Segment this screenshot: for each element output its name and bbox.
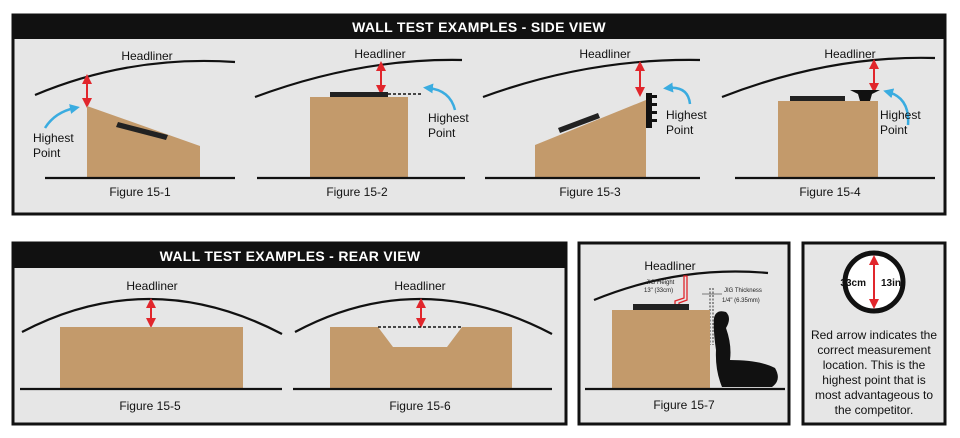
svg-text:Figure 15-3: Figure 15-3 (559, 185, 621, 199)
figure-15-7-panel: Headliner JIG Height 13" (33cm) JIG Thic… (577, 241, 791, 426)
highest-point-arrow (43, 104, 80, 129)
svg-text:JIG Thickness: JIG Thickness (724, 288, 762, 294)
svg-text:Highest: Highest (33, 131, 74, 145)
svg-text:13in: 13in (881, 278, 901, 289)
figure-15-2: Headliner Highest Point Figure 15-2 (254, 47, 469, 199)
figure-15-6: Headliner Figure 15-6 (293, 279, 553, 413)
svg-text:Figure 15-5: Figure 15-5 (119, 399, 181, 413)
device (116, 122, 168, 140)
svg-text:Figure 15-4: Figure 15-4 (799, 185, 861, 199)
svg-text:Headliner: Headliner (394, 279, 445, 293)
legend-panel: 33cm 13in Red arrow indicates the correc… (801, 241, 947, 426)
headliner-label: Headliner (121, 49, 172, 63)
svg-text:Red arrow indicates the: Red arrow indicates the (811, 328, 937, 342)
svg-text:Headliner: Headliner (579, 47, 630, 61)
rear-view-panel: WALL TEST EXAMPLES - REAR VIEW Headliner… (11, 241, 568, 426)
figure-15-4: Headliner Highest Point Figure 15-4 (721, 47, 936, 199)
svg-text:Headliner: Headliner (644, 259, 695, 273)
svg-text:Highest: Highest (666, 108, 707, 122)
figure-15-3: Headliner Highest Point Figure 15-3 (482, 47, 707, 199)
test-box (87, 106, 200, 178)
svg-text:Point: Point (666, 123, 694, 137)
svg-text:location. This is the: location. This is the (823, 358, 926, 372)
svg-text:Headliner: Headliner (824, 47, 875, 61)
figure-15-5: Headliner Figure 15-5 (20, 279, 283, 413)
svg-text:Highest: Highest (428, 111, 469, 125)
svg-text:Point: Point (33, 146, 61, 160)
figure-caption: Figure 15-1 (109, 185, 171, 199)
svg-text:the competitor.: the competitor. (835, 403, 914, 417)
rear-view-title: WALL TEST EXAMPLES - REAR VIEW (160, 248, 421, 264)
svg-text:Figure 15-7: Figure 15-7 (653, 398, 715, 412)
seat-icon (713, 311, 778, 387)
svg-text:13" (33cm): 13" (33cm) (644, 288, 673, 294)
svg-text:Point: Point (428, 126, 456, 140)
svg-text:Headliner: Headliner (126, 279, 177, 293)
svg-text:highest point that is: highest point that is (822, 373, 925, 387)
svg-text:Figure 15-6: Figure 15-6 (389, 399, 451, 413)
figure-15-1: Headliner Highest Point Figure 15-1 (33, 49, 236, 199)
svg-text:Headliner: Headliner (354, 47, 405, 61)
svg-text:Point: Point (880, 123, 908, 137)
svg-text:1/4" (6.35mm): 1/4" (6.35mm) (722, 298, 760, 304)
side-view-panel: WALL TEST EXAMPLES - SIDE VIEW Headliner… (11, 13, 947, 216)
svg-text:Figure 15-2: Figure 15-2 (326, 185, 388, 199)
side-view-title: WALL TEST EXAMPLES - SIDE VIEW (352, 19, 606, 35)
svg-text:33cm: 33cm (840, 278, 866, 289)
svg-text:most advantageous to: most advantageous to (815, 388, 933, 402)
svg-text:Highest: Highest (880, 108, 921, 122)
svg-text:JIG Height: JIG Height (646, 280, 675, 286)
svg-text:correct measurement: correct measurement (817, 343, 931, 357)
